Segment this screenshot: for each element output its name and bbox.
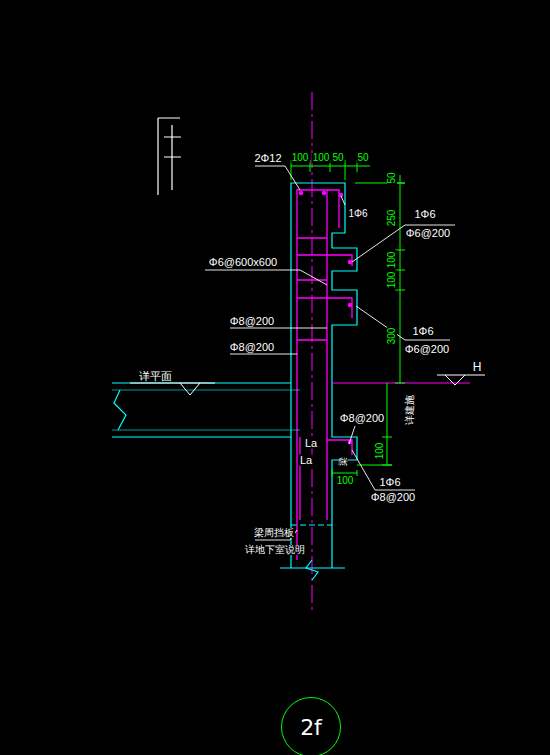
dimension-text: 100 [336,476,355,486]
annotation-text: Φ6@200 [405,228,451,239]
dimension-text: 300 [387,327,397,346]
wall-outline [112,183,357,580]
level-symbol [130,375,485,395]
annotation-text: 梁周挡板 [253,528,295,538]
section-symbol [158,118,181,195]
annotation-text: La [299,455,313,466]
annotation-text: La [304,438,318,449]
annotation-text: 详地下室说明 [244,545,306,555]
annotation-text: Φ8@200 [229,342,275,353]
dimension-text: 100 [291,153,310,163]
dimension-text: 100 [312,153,331,163]
leader-lines [205,166,455,540]
annotation-text: H [472,361,483,373]
dimension-text: 50 [331,153,344,163]
annotation-text: 1Φ6 [378,477,401,488]
annotation-text: 1Φ6 [347,209,368,219]
dimension-text: 100 [387,251,397,270]
dimension-text: 50 [356,153,369,163]
drawing-number: 2f [300,715,322,740]
annotation-text: Φ6@200 [404,344,450,355]
center-line [312,92,313,612]
annotation-text: Φ8@200 [339,413,385,424]
dimension-text: 250 [387,209,397,228]
dimension-text: 100 [375,442,385,461]
annotation-text: 详平面 [138,371,173,382]
annotation-text: 2Φ12 [253,153,282,164]
annotation-text: 梁 [339,456,348,467]
rebar [112,190,352,560]
dimension-lines [291,160,405,476]
drawing-number-circle: 2f [281,697,341,755]
annotation-text: 1Φ6 [413,209,436,220]
annotation-text: Φ8@200 [370,492,416,503]
annotation-text: 1Φ6 [411,326,434,337]
annotation-text: 详建施 [405,394,415,426]
dimension-text: 50 [387,171,397,184]
annotation-text: Φ8@200 [229,316,275,327]
dimension-text: 100 [387,271,397,290]
annotation-text: Φ6@600x600 [208,257,278,268]
